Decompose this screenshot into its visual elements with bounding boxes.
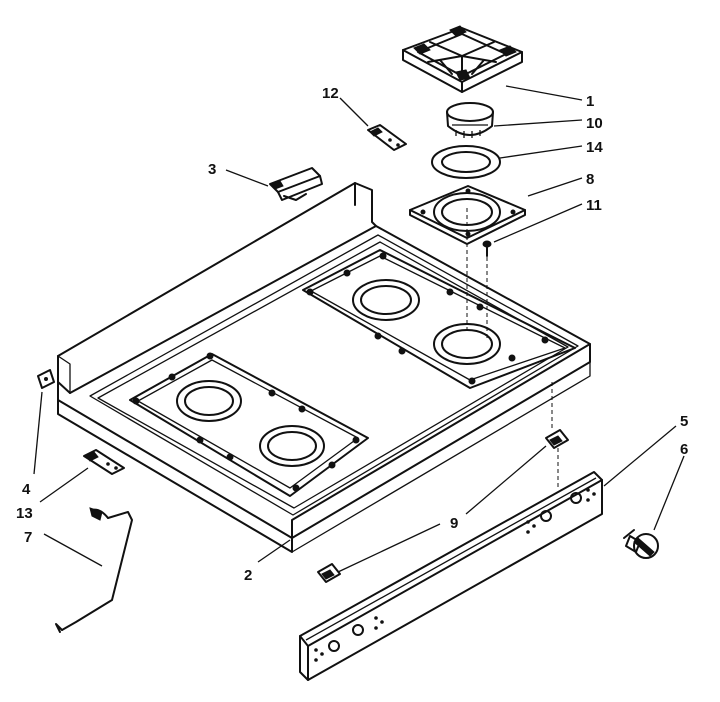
clip-9-lower [317,563,341,583]
burner-grate [402,25,523,93]
callout-13: 13 [16,505,33,522]
left-rear-burner-opening [176,380,242,422]
callout-5: 5 [680,413,688,430]
callout-11: 11 [586,197,602,214]
bracket-13 [83,449,125,475]
callout-1: 1 [586,93,594,110]
callout-9: 9 [450,515,458,532]
burner-bowl-plate [409,185,526,245]
control-panel-left-group [314,616,384,662]
clip-4 [37,369,55,389]
control-panel-right-group [526,488,596,534]
control-knob [623,529,659,559]
bracket-12 [367,124,407,151]
left-front-burner-opening [259,425,325,467]
screw [482,240,492,257]
right-rear-burner-opening [352,279,420,321]
burner-ring [431,145,501,179]
callout-2: 2 [244,567,252,584]
callout-3: 3 [208,161,216,178]
callout-7: 7 [24,529,32,546]
leader-lines [33,85,685,573]
burner-cap [446,102,494,138]
hinge-bracket [269,167,323,201]
callout-labels: 1 10 14 8 11 12 3 5 6 4 13 7 9 2 [16,85,688,584]
callout-14: 14 [586,139,603,156]
callout-12: 12 [322,85,339,102]
right-burner-plate [302,249,576,389]
clip-9-upper [545,429,569,449]
wire-rod [55,507,133,633]
callout-10: 10 [586,115,603,132]
callout-4: 4 [22,481,31,498]
left-burner-plate [129,352,369,497]
callout-6: 6 [680,441,688,458]
callout-8: 8 [586,171,594,188]
control-panel [299,471,603,681]
cooktop-panel [57,182,591,553]
